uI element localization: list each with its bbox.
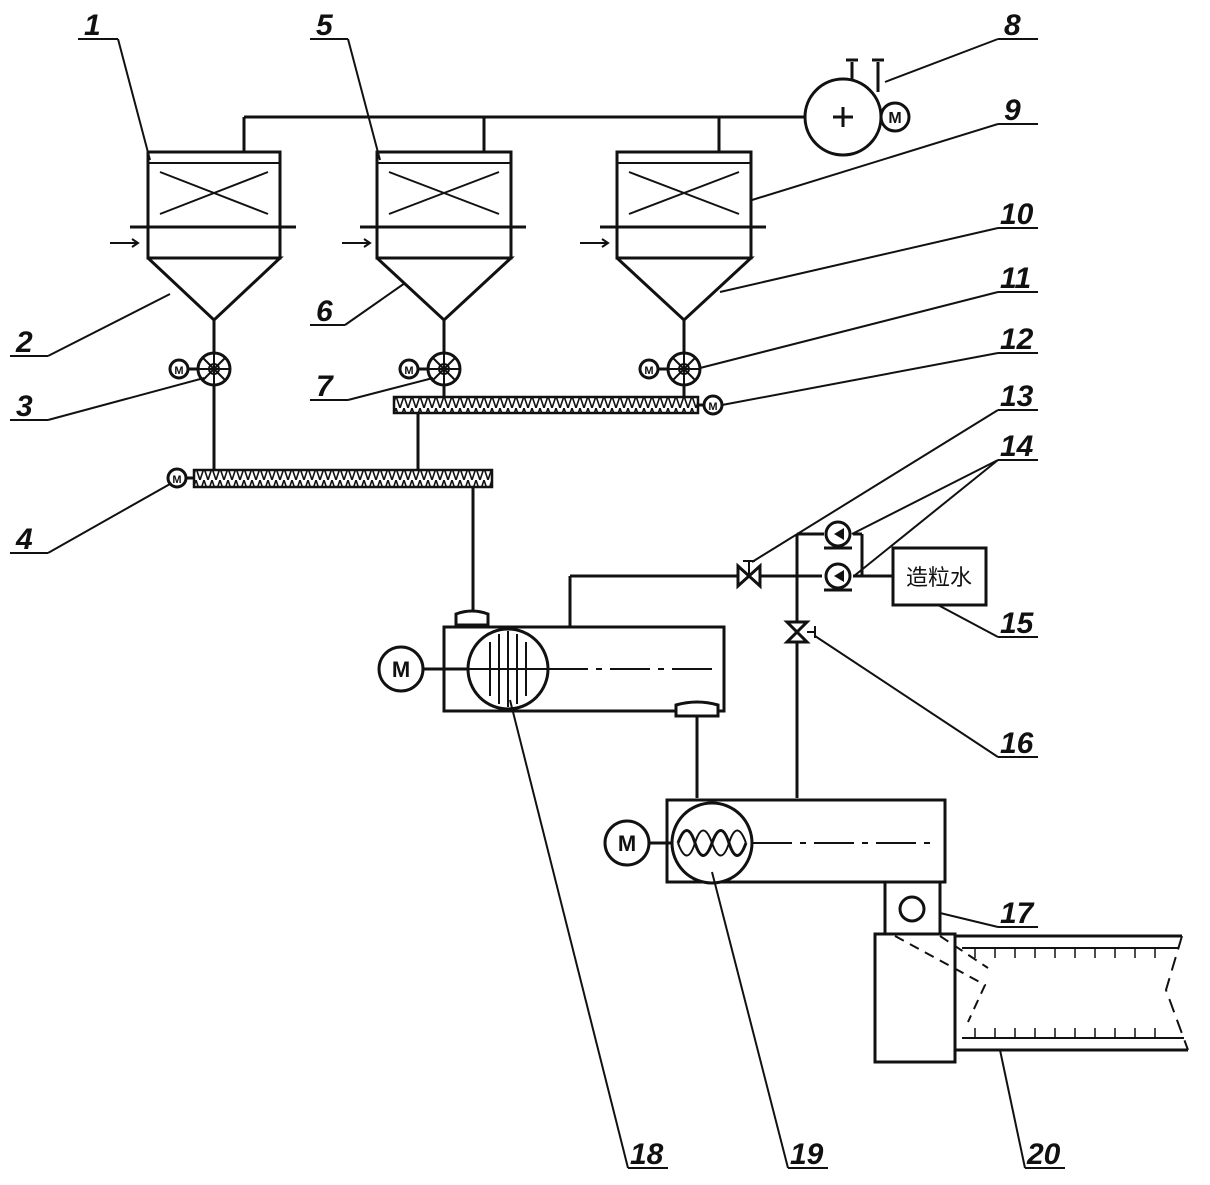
svg-text:M: M: [618, 831, 636, 856]
label-2: 2: [15, 326, 33, 359]
fan-motor-icon: M: [879, 101, 911, 133]
svg-text:M: M: [172, 474, 181, 486]
label-17: 17: [1000, 897, 1035, 930]
label-4: 4: [15, 523, 33, 556]
label-1: 1: [84, 9, 101, 42]
granulator-motor-icon: M: [603, 819, 651, 867]
pump-14-upper: [824, 520, 852, 550]
silo-1: [110, 150, 296, 323]
label-20: 20: [1026, 1138, 1061, 1171]
label-15: 15: [1000, 607, 1035, 640]
induced-draft-fan: M: [803, 58, 911, 157]
screw-conveyor-4: M: [166, 385, 494, 612]
label-7: 7: [316, 370, 334, 403]
label-10: 10: [1000, 198, 1034, 231]
svg-text:M: M: [888, 110, 901, 127]
rotary-valve-3: M: [168, 320, 232, 387]
leader-lines: [10, 38, 1065, 1169]
label-19: 19: [790, 1138, 824, 1171]
svg-text:M: M: [174, 365, 183, 377]
chute-17: [883, 880, 942, 936]
svg-text:造粒水: 造粒水: [906, 566, 972, 591]
silo-5: [342, 150, 526, 323]
svg-text:M: M: [644, 365, 653, 377]
label-11: 11: [1000, 262, 1031, 295]
pump-14-lower: [824, 562, 852, 592]
rotary-valve-7: M: [398, 320, 462, 387]
callout-numbers: 1 2 3 4 5 6 7 8 9 10 11 12 13 14 15 16 1…: [15, 9, 1061, 1171]
dryer-20: [873, 932, 1189, 1064]
label-18: 18: [630, 1138, 664, 1171]
label-3: 3: [16, 390, 33, 423]
mixer-18: M: [377, 609, 726, 713]
label-13: 13: [1000, 380, 1034, 413]
rotary-valve-11: M: [638, 320, 702, 387]
valve-16: [783, 620, 816, 644]
exhaust-duct: [242, 115, 805, 152]
screw-conveyor-12: M: [392, 385, 724, 470]
granulator-19: M: [603, 700, 947, 885]
label-5: 5: [316, 9, 334, 42]
svg-text:M: M: [404, 365, 413, 377]
label-8: 8: [1004, 9, 1021, 42]
label-16: 16: [1000, 727, 1034, 760]
label-9: 9: [1004, 94, 1021, 127]
valve-13: [736, 560, 762, 590]
water-piping: [568, 532, 893, 798]
svg-text:M: M: [392, 657, 410, 682]
granulation-water-tank-15: 造粒水: [891, 546, 988, 607]
label-14: 14: [1000, 430, 1034, 463]
silo-9: [580, 150, 766, 323]
svg-text:M: M: [708, 401, 717, 413]
mixer-motor-icon: M: [377, 645, 425, 693]
label-12: 12: [1000, 323, 1034, 356]
label-6: 6: [316, 295, 333, 328]
